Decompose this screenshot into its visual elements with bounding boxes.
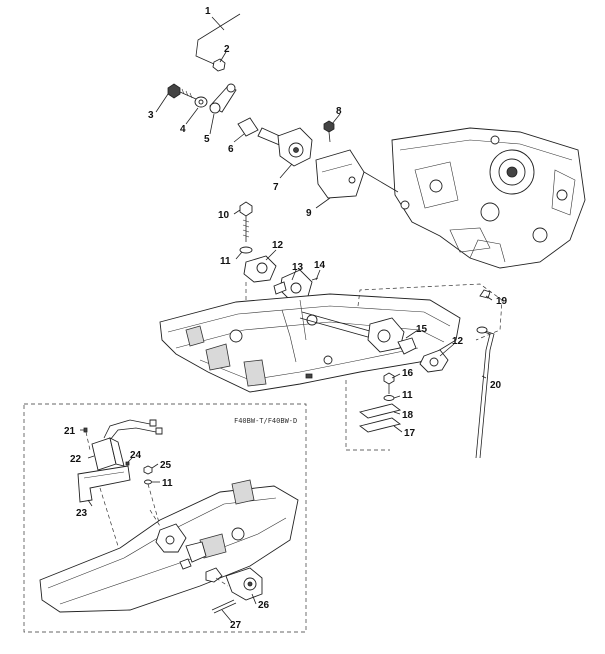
callout-3: 3 <box>148 110 154 121</box>
callout-12-left: 12 <box>272 240 284 251</box>
callout-16: 16 <box>402 368 414 379</box>
callout-18: 18 <box>402 410 414 421</box>
callout-14: 14 <box>314 260 326 271</box>
callout-17: 17 <box>404 428 416 439</box>
throttle-linkage-upper <box>167 13 399 199</box>
callout-10: 10 <box>218 210 230 221</box>
callout-25: 25 <box>160 460 172 471</box>
inset-frame <box>23 403 307 633</box>
callout-24: 24 <box>130 450 142 461</box>
shift-shaft-assembly <box>299 283 503 373</box>
callout-11-upper: 11 <box>220 256 231 267</box>
callout-5: 5 <box>204 134 210 145</box>
callout-20: 20 <box>490 380 502 391</box>
inset-lever <box>211 567 263 614</box>
callout-11-inset: 11 <box>162 478 173 489</box>
callout-4: 4 <box>180 124 186 135</box>
callout-23: 23 <box>76 508 88 519</box>
leader-lines <box>80 16 493 623</box>
callout-labels: 1 2 3 4 5 6 7 8 9 10 11 12 13 14 15 12 1… <box>64 6 508 631</box>
callout-2: 2 <box>224 44 230 55</box>
callout-12-right: 12 <box>452 336 464 347</box>
callout-21: 21 <box>64 426 76 437</box>
shift-rod <box>475 289 495 459</box>
inset-title: F40BW-T/F40BW-D <box>234 417 297 425</box>
bottom-cowl-frame <box>159 293 461 393</box>
callout-22: 22 <box>70 454 82 465</box>
callout-7: 7 <box>273 182 279 193</box>
inset-switch-assembly <box>77 419 163 547</box>
callout-11-middle: 11 <box>402 390 413 401</box>
inset-bottom-cowl <box>39 479 299 613</box>
callout-15: 15 <box>416 324 428 335</box>
callout-27: 27 <box>230 620 242 631</box>
callout-8: 8 <box>336 106 342 117</box>
callout-19: 19 <box>496 296 508 307</box>
callout-1: 1 <box>205 6 211 17</box>
callout-6: 6 <box>228 144 234 155</box>
engine-block <box>391 127 586 269</box>
shift-linkage-center <box>239 201 319 316</box>
callout-26: 26 <box>258 600 270 611</box>
shift-plate-parts <box>345 372 402 451</box>
callout-9: 9 <box>306 208 312 219</box>
callout-13: 13 <box>292 262 304 273</box>
